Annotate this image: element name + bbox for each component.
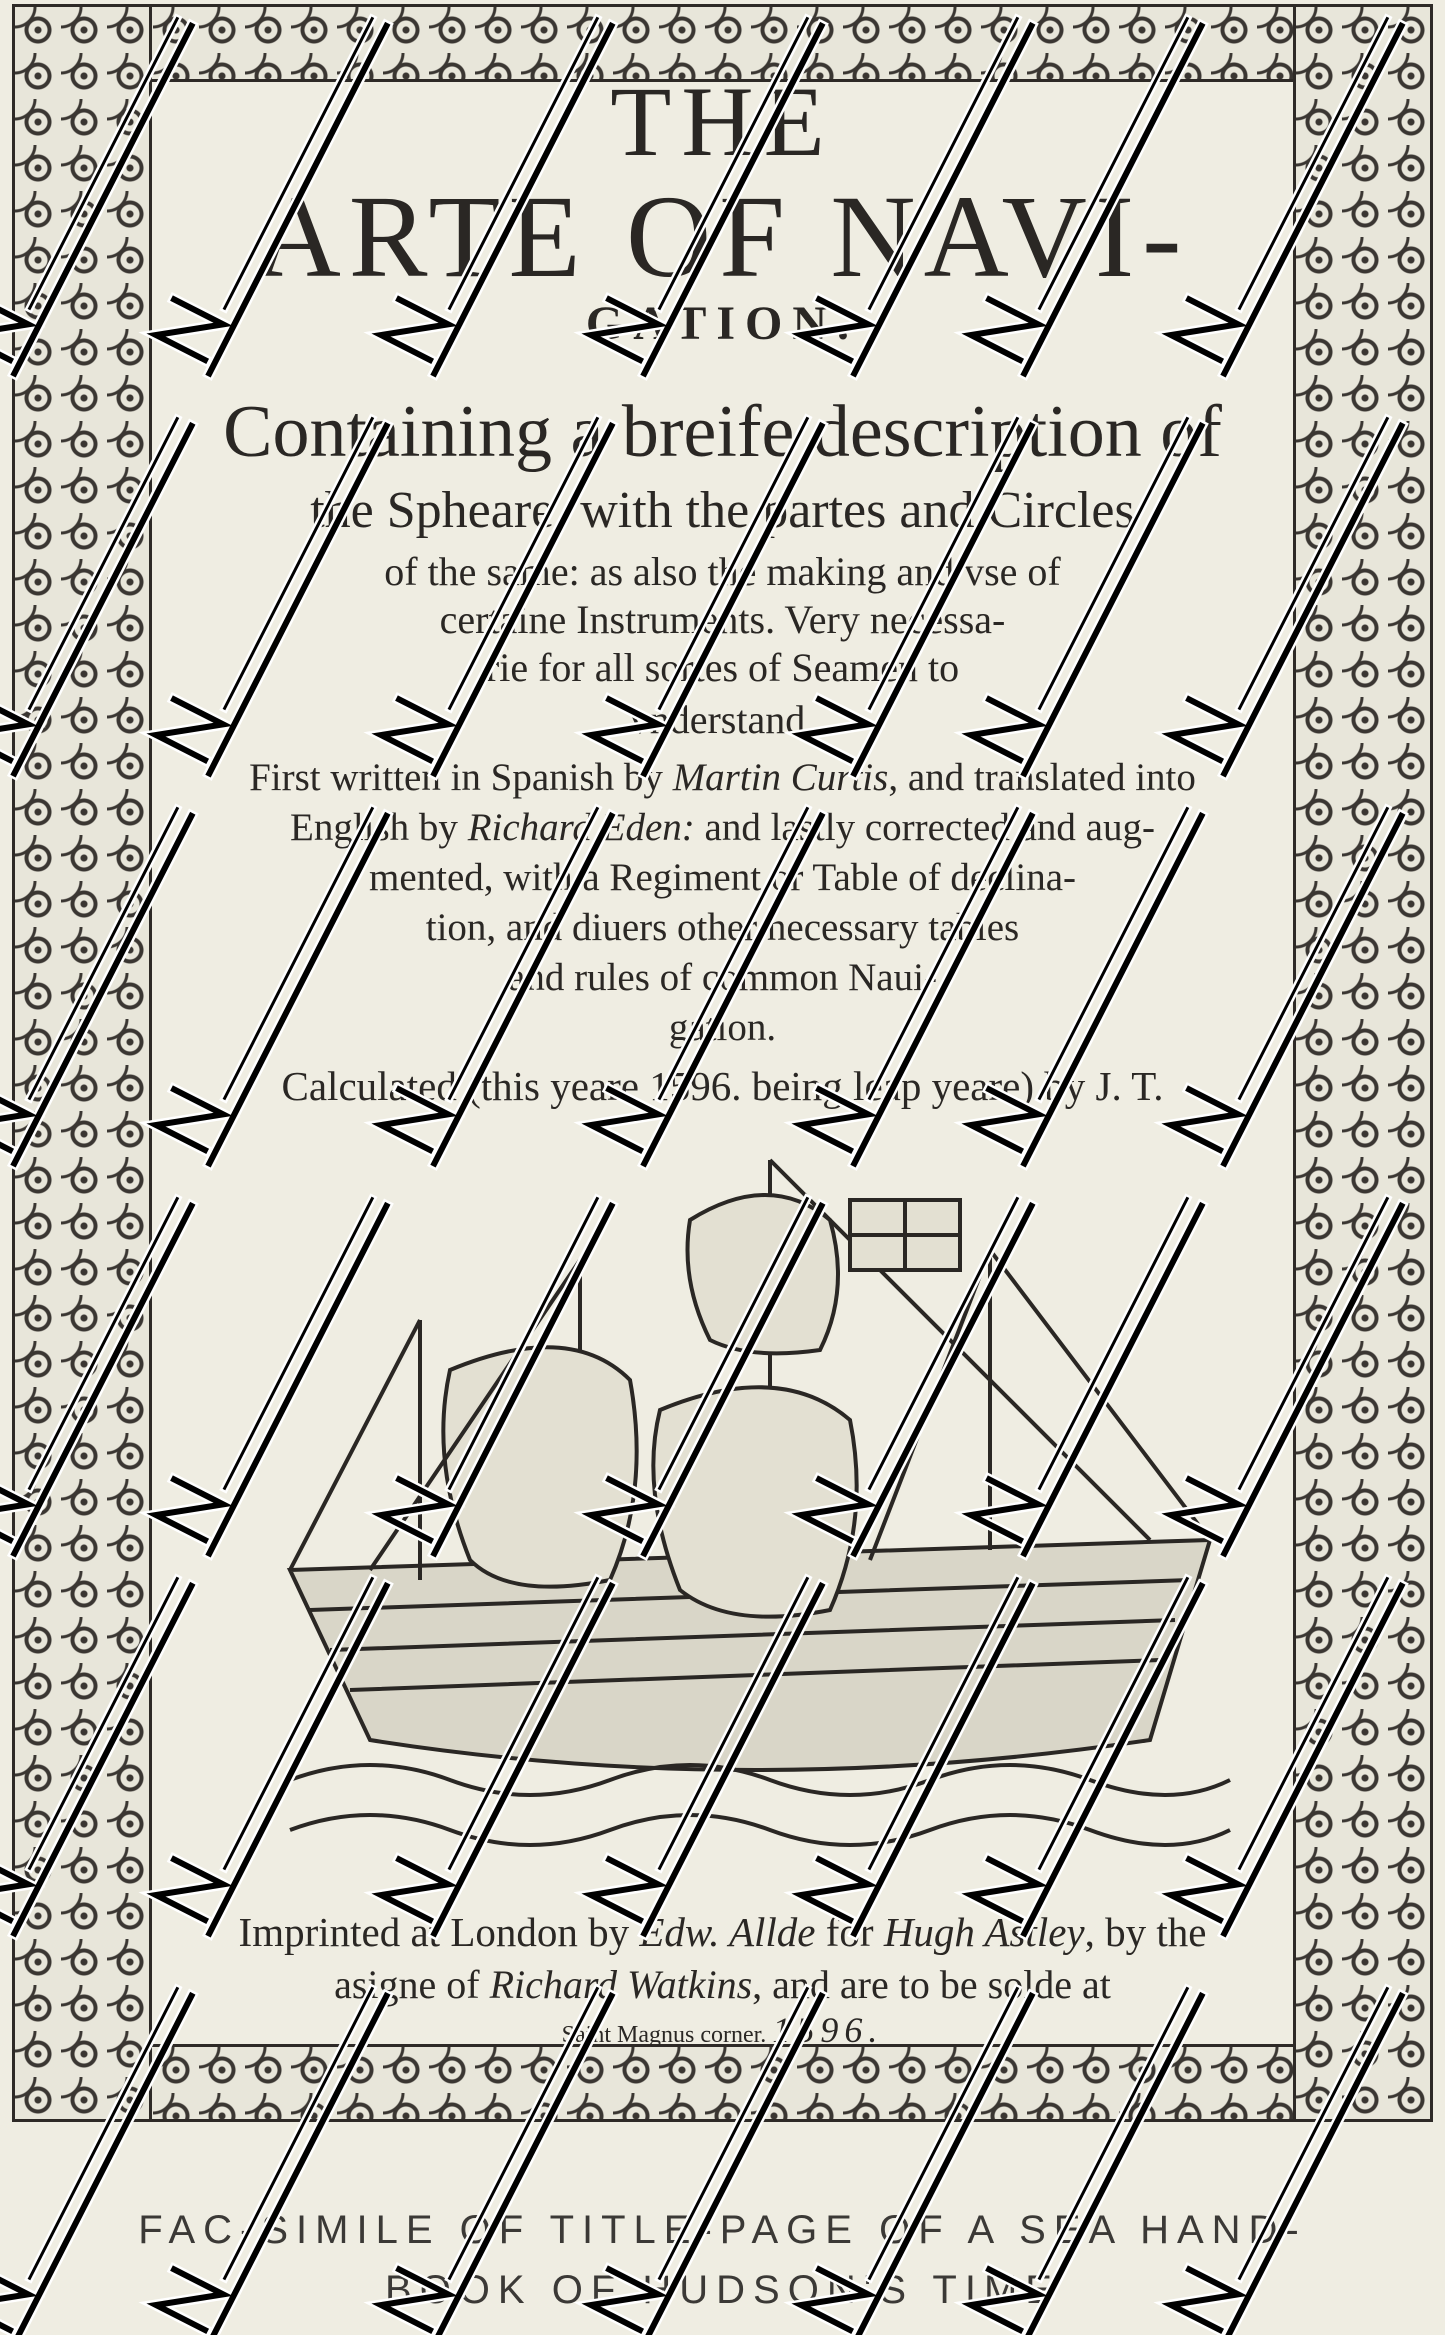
caption-line-2: BOOK OF HUDSON'S TIME [385, 2268, 1060, 2312]
translator-name: Richard Eden: [467, 806, 695, 849]
author-name: Martin Curtis [672, 756, 889, 799]
sail [685, 1193, 840, 1356]
description-line: certaine Instruments. Very necessa- [439, 597, 1006, 642]
caption-line-1: FAC-SIMILE OF TITLE-PAGE OF A SEA HAND- [138, 2208, 1307, 2252]
text: and lastly corrected and aug- [694, 806, 1155, 849]
imprint-line: Saint Magnus corner. 1596. [150, 2012, 1295, 2048]
authorship-line: tion, and diuers other necessary tables [425, 906, 1020, 949]
text: Imprinted at London by [238, 1909, 640, 1955]
text: Saint Magnus corner. [561, 2022, 767, 2048]
authorship-line: mented, with a Regiment or Table of decl… [369, 856, 1076, 899]
title-line-1: THE [610, 66, 835, 177]
sail [441, 1345, 639, 1589]
border-left [12, 4, 152, 2122]
publisher-name: Hugh Astley [883, 1909, 1085, 1955]
sail [651, 1385, 859, 1619]
authorship-line: and rules of common Naui- [508, 956, 937, 999]
assignee-name: Richard Watkins [489, 1962, 753, 2007]
authorship-line: gation. [668, 1006, 777, 1049]
authorship-line: First written in Spanish by Martin Curti… [150, 758, 1295, 797]
description-line: the Spheare, with the partes and Circles [310, 482, 1135, 539]
border-bottom [12, 2044, 1433, 2122]
authorship-line: English by Richard Eden: and lastly corr… [150, 808, 1295, 847]
description-line: of the same: as also the making and vse … [384, 549, 1061, 594]
text: , and are to be solde at [752, 1962, 1111, 2007]
imprint-line: Imprinted at London by Edw. Allde for Hu… [150, 1912, 1295, 1953]
text: , by the [1084, 1909, 1207, 1955]
description-line: vnderstand. [629, 697, 816, 742]
printer-name: Edw. Allde [639, 1909, 816, 1955]
ship-woodcut-illustration [286, 1158, 1231, 1847]
text: English by [290, 806, 468, 849]
year: 1596. [772, 2010, 884, 2050]
text: First written in Spanish by [249, 756, 673, 799]
text: , and translated into [888, 756, 1196, 799]
calculated-line: Calculated (this yeare 1596. being leap … [281, 1063, 1164, 1109]
description-line: rie for all sortes of Seamen to [485, 645, 960, 690]
description-line: Containing a breife description of [223, 391, 1222, 473]
text: for [815, 1909, 884, 1955]
imprint-line: asigne of Richard Watkins, and are to be… [150, 1965, 1295, 2005]
waves [289, 1813, 1231, 1847]
title-line-2: ARTE OF NAVI- [255, 171, 1190, 302]
title-line-3: GATION. [585, 297, 860, 350]
text: asigne of [334, 1962, 490, 2007]
border-right [1293, 4, 1433, 2122]
